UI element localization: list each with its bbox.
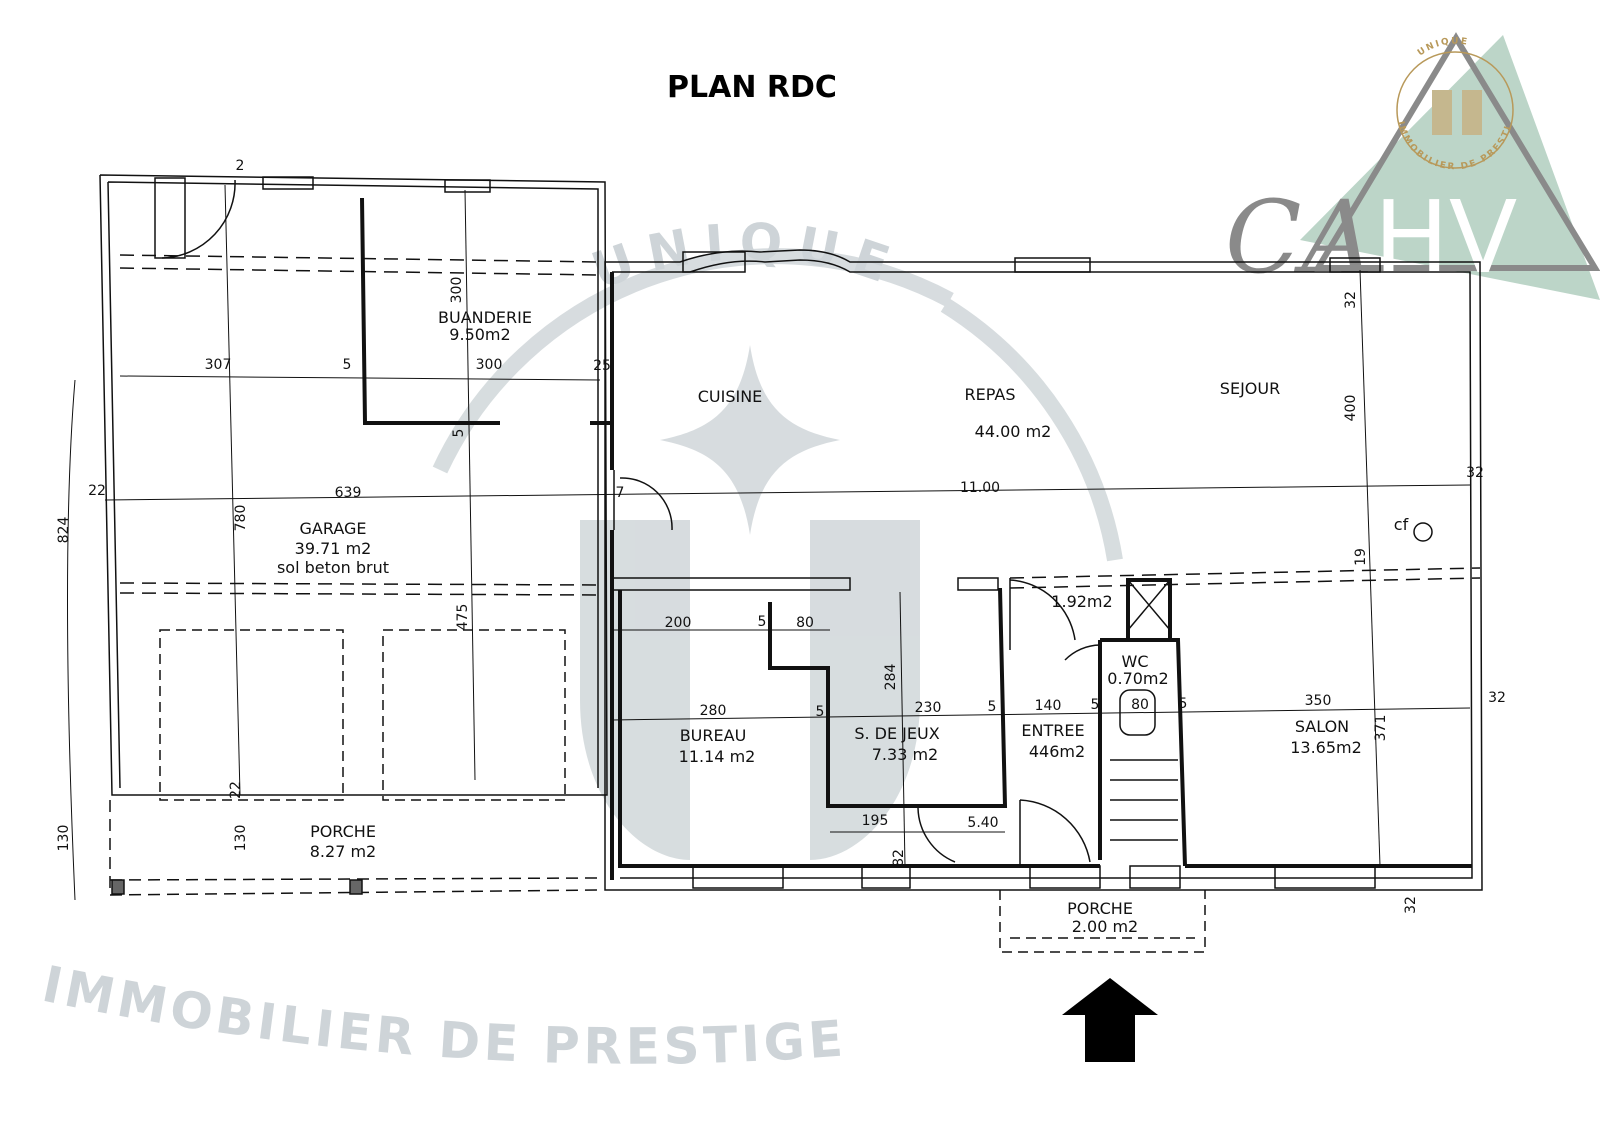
watermark: UNIQUE IMMOBILIER DE PRESTIGE: [38, 212, 1123, 1076]
dimension-label: 32: [1466, 465, 1484, 481]
dimension-label: 80: [1131, 697, 1149, 713]
dimension-label: 371: [1373, 715, 1389, 742]
room-porche-garage-area: 8.27 m2: [310, 842, 376, 861]
room-bureau-area: 11.14 m2: [679, 747, 756, 766]
dimension-label: 300: [449, 277, 465, 304]
room-labels: BUANDERIE 9.50m2 CUISINE REPAS 44.00 m2 …: [277, 308, 1409, 936]
dimension-label: 280: [700, 703, 727, 719]
dimension-label: 300: [476, 357, 503, 373]
room-entree-name: ENTREE: [1021, 721, 1084, 740]
dimension-label: 195: [862, 813, 889, 829]
svg-text:IMMOBILIER DE PRESTIGE: IMMOBILIER DE PRESTIGE: [0, 0, 1514, 172]
room-buanderie-area: 9.50m2: [449, 325, 510, 344]
svg-text:IMMOBILIER DE PRESTIGE: IMMOBILIER DE PRESTIGE: [38, 955, 849, 1076]
room-garage-name: GARAGE: [300, 519, 367, 538]
room-bureau-name: BUREAU: [680, 726, 747, 745]
dimension-label: 400: [1343, 395, 1359, 422]
dimension-label: 284: [883, 664, 899, 691]
dimension-label: 5: [988, 699, 997, 715]
plan-title: PLAN RDC: [667, 70, 837, 105]
dimension-label: 80: [796, 615, 814, 631]
dimension-label: 22: [88, 483, 106, 499]
dimension-label: 22: [228, 781, 244, 799]
room-garage-note: sol beton brut: [277, 558, 389, 577]
dimension-label: 475: [455, 604, 471, 631]
room-entree-area: 446m2: [1029, 742, 1085, 761]
logo-letters: CAHV: [1225, 179, 1517, 296]
room-wc-area: 0.70m2: [1107, 669, 1168, 688]
dimension-lines: [67, 184, 1471, 901]
dimension-label: 824: [56, 517, 72, 544]
dimension-label: 130: [56, 825, 72, 852]
room-garage-area: 39.71 m2: [295, 539, 372, 558]
entrance-arrow-icon: [1062, 978, 1158, 1062]
dimension-label: 11.00: [960, 480, 1000, 496]
dimension-labels: 307 5 300 25 300 5 22 639 780 7 11.00 32…: [56, 158, 1506, 914]
room-wc-name: WC: [1122, 652, 1149, 671]
dimension-label: 25: [593, 358, 611, 374]
dimension-label: 2: [236, 158, 245, 174]
svg-text:UNIQUE: UNIQUE: [585, 212, 910, 300]
dimension-label: 19: [1353, 548, 1369, 566]
dimension-label: 5: [758, 614, 767, 630]
dimension-label: 780: [233, 505, 249, 532]
watermark-bottom-text: IMMOBILIER DE PRESTIGE: [38, 955, 845, 1076]
room-porche-entree-area: 2.00 m2: [1072, 917, 1138, 936]
dimension-label: 230: [915, 700, 942, 716]
room-porche-entree-name: PORCHE: [1067, 899, 1133, 918]
dimension-label: 32: [1488, 690, 1506, 706]
dimension-label: 82: [891, 849, 907, 867]
dimension-label: 140: [1035, 698, 1062, 714]
room-buanderie-name: BUANDERIE: [438, 308, 532, 327]
room-jeux-name: S. DE JEUX: [854, 724, 939, 743]
dimension-label: 5: [343, 357, 352, 373]
room-cuisine-name: CUISINE: [698, 387, 763, 406]
star-icon: [660, 345, 840, 535]
dimension-label: 200: [665, 615, 692, 631]
room-repas-name: REPAS: [965, 385, 1016, 404]
room-jeux-area: 7.33 m2: [872, 745, 938, 764]
dimension-label: 307: [205, 357, 232, 373]
dimension-label: 32: [1343, 291, 1359, 309]
dimension-label: 130: [233, 825, 249, 852]
dimension-label: 32: [1403, 896, 1419, 914]
dimension-label: 5: [451, 429, 467, 438]
room-salon-name: SALON: [1295, 717, 1349, 736]
chimney-label: cf: [1394, 515, 1409, 534]
dimension-label: 5: [1179, 696, 1188, 712]
room-repas-area: 44.00 m2: [975, 422, 1052, 441]
logo-ring-bottom: IMMOBILIER DE PRESTIGE: [0, 0, 1512, 172]
dimension-label: 5.40: [967, 815, 998, 831]
dimension-label: 5: [816, 704, 825, 720]
dimension-label: 350: [1305, 693, 1332, 709]
dimension-label: 639: [335, 485, 362, 501]
room-sejour-name: SEJOUR: [1220, 379, 1280, 398]
watermark-top-text: UNIQUE: [585, 212, 896, 300]
dimension-label: 7: [616, 485, 625, 501]
room-degagement-area: 1.92m2: [1051, 592, 1112, 611]
room-salon-area: 13.65m2: [1290, 738, 1362, 757]
walls: [99, 174, 1483, 953]
dimension-label: 5: [1091, 697, 1100, 713]
room-porche-garage-name: PORCHE: [310, 822, 376, 841]
